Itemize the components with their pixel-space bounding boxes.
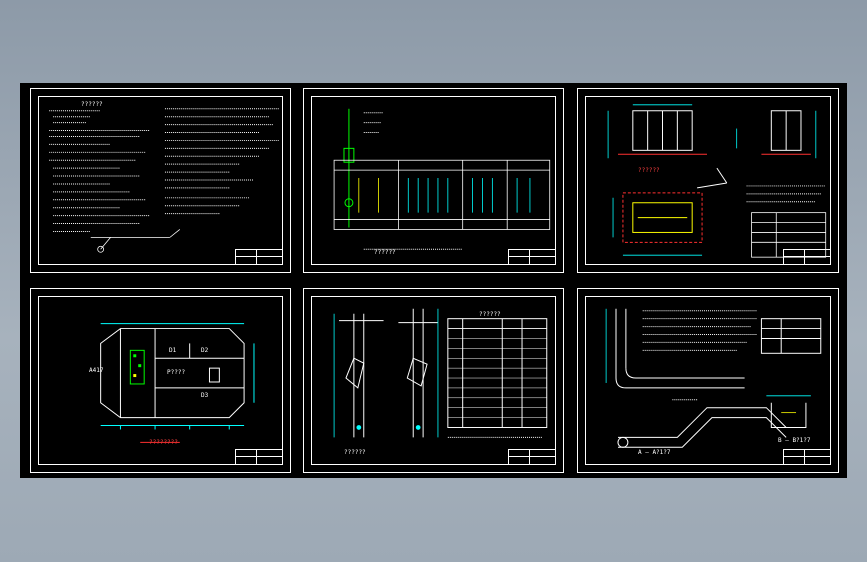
- sheet-single-line[interactable]: ??????: [303, 88, 564, 273]
- sheet-border: [585, 96, 831, 265]
- sheet-elevation[interactable]: ??????: [577, 88, 839, 273]
- sheet-heading: ??????: [374, 249, 396, 256]
- single-line-diagram: [333, 108, 551, 250]
- title-block: [783, 449, 830, 464]
- title-block: [508, 449, 555, 464]
- sheet-pole-detail[interactable]: ?????? ??????: [303, 288, 564, 473]
- title-block: [508, 249, 555, 264]
- layout-plan-drawing: [100, 323, 255, 443]
- sheet-border: [311, 96, 556, 265]
- sheet-border: [38, 96, 283, 265]
- sheet-border: [585, 296, 831, 465]
- section-b-label: B — B?1?7: [778, 437, 811, 444]
- sheet-notes[interactable]: ??????: [30, 88, 291, 273]
- room-label-a417: A417: [89, 367, 104, 374]
- room-label-p: P????: [167, 369, 186, 376]
- sheet-heading: ??????: [638, 167, 660, 174]
- sheet-border: [311, 296, 556, 465]
- table-title: ??????: [479, 311, 501, 318]
- room-label-d3: D3: [201, 392, 209, 399]
- elevation-plan-drawing: [607, 104, 827, 258]
- title-block: [783, 249, 830, 264]
- sheet-heading: ??????: [81, 101, 103, 108]
- drawing-canvas[interactable]: ??????: [20, 83, 847, 478]
- title-block: [235, 249, 282, 264]
- sheet-trench-detail[interactable]: A — A?1?7 B — B?1?7: [577, 288, 839, 473]
- title-block: [235, 449, 282, 464]
- room-label-d2: D2: [201, 347, 209, 354]
- sheet-layout[interactable]: ???????? D1 D2 D3 A417 P????: [30, 288, 291, 473]
- trench-detail-drawing: [605, 308, 822, 448]
- pole-detail-drawing: [333, 308, 548, 438]
- room-label-d1: D1: [169, 347, 177, 354]
- sheet-heading: ??????: [344, 449, 366, 456]
- section-a-label: A — A?1?7: [638, 449, 671, 456]
- sheet-border: [38, 296, 283, 465]
- notes-text-lines: [49, 108, 279, 253]
